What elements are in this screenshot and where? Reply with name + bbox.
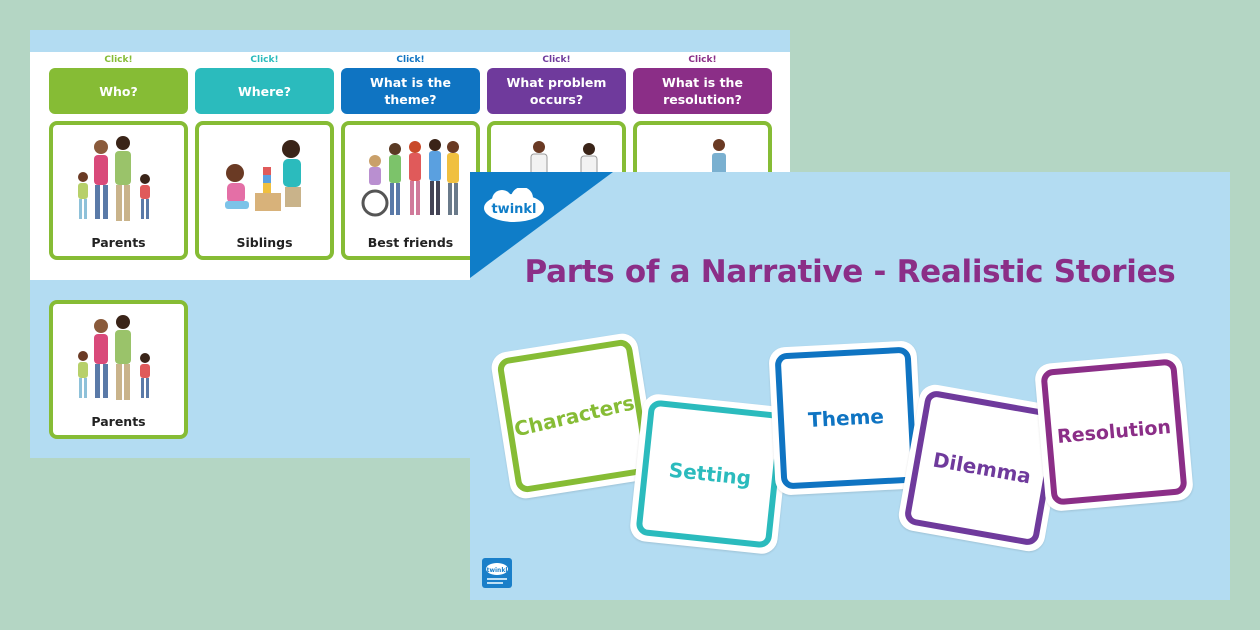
card-label: Best friends — [367, 235, 454, 250]
theme-button[interactable]: What is the theme? — [341, 68, 480, 114]
tile-characters[interactable]: Characters — [489, 331, 659, 501]
tile-frame: Theme — [774, 346, 918, 490]
twinkl-logo: twinkl — [484, 188, 544, 222]
column-where: Click! Where? — [195, 52, 334, 114]
selected-card-parents[interactable]: Parents — [49, 300, 188, 439]
problem-button[interactable]: What problem occurs? — [487, 68, 626, 114]
card-label: Parents — [91, 235, 146, 250]
tile-frame: Setting — [635, 399, 785, 549]
tile-word: Theme — [807, 404, 885, 432]
resolution-button[interactable]: What is the resolution? — [633, 68, 772, 114]
quality-badge-icon: twinkl — [482, 558, 512, 588]
card-parents[interactable]: Parents — [49, 121, 188, 260]
column-who: Click! Who? — [49, 52, 188, 114]
friends-illustration — [361, 139, 459, 217]
siblings-illustration — [225, 140, 301, 211]
slide-title: Parts of a Narrative - Realistic Stories — [524, 254, 1176, 290]
column-theme: Click! What is the theme? — [341, 52, 480, 114]
tile-word: Resolution — [1056, 416, 1172, 448]
tile-word: Setting — [667, 457, 753, 491]
tile-resolution[interactable]: Resolution — [1033, 351, 1195, 513]
who-button[interactable]: Who? — [49, 68, 188, 114]
logo-text: twinkl — [491, 202, 536, 217]
tile-frame: Resolution — [1040, 358, 1188, 506]
tile-frame: Characters — [496, 338, 652, 494]
click-hint: Click! — [396, 55, 425, 65]
tile-setting[interactable]: Setting — [628, 392, 792, 556]
title-slide: twinkl Parts of a Narrative - Realistic … — [470, 172, 1230, 600]
column-problem: Click! What problem occurs? — [487, 52, 626, 114]
click-hint: Click! — [104, 55, 133, 65]
click-hint: Click! — [250, 55, 279, 65]
card-label: Parents — [91, 414, 146, 429]
family-illustration — [78, 136, 150, 221]
card-siblings[interactable]: Siblings — [195, 121, 334, 260]
where-button[interactable]: Where? — [195, 68, 334, 114]
slide-top-strip — [30, 30, 790, 52]
family-illustration — [78, 315, 150, 400]
click-hint: Click! — [688, 55, 717, 65]
tile-word: Dilemma — [931, 447, 1033, 489]
badge-text: twinkl — [487, 567, 508, 574]
column-resolution: Click! What is the resolution? — [633, 52, 772, 114]
card-label: Siblings — [236, 235, 293, 250]
click-hint: Click! — [542, 55, 571, 65]
card-best-friends[interactable]: Best friends — [341, 121, 480, 260]
tile-theme[interactable]: Theme — [768, 340, 924, 496]
tile-word: Characters — [511, 390, 637, 442]
corner-banner — [470, 172, 613, 278]
